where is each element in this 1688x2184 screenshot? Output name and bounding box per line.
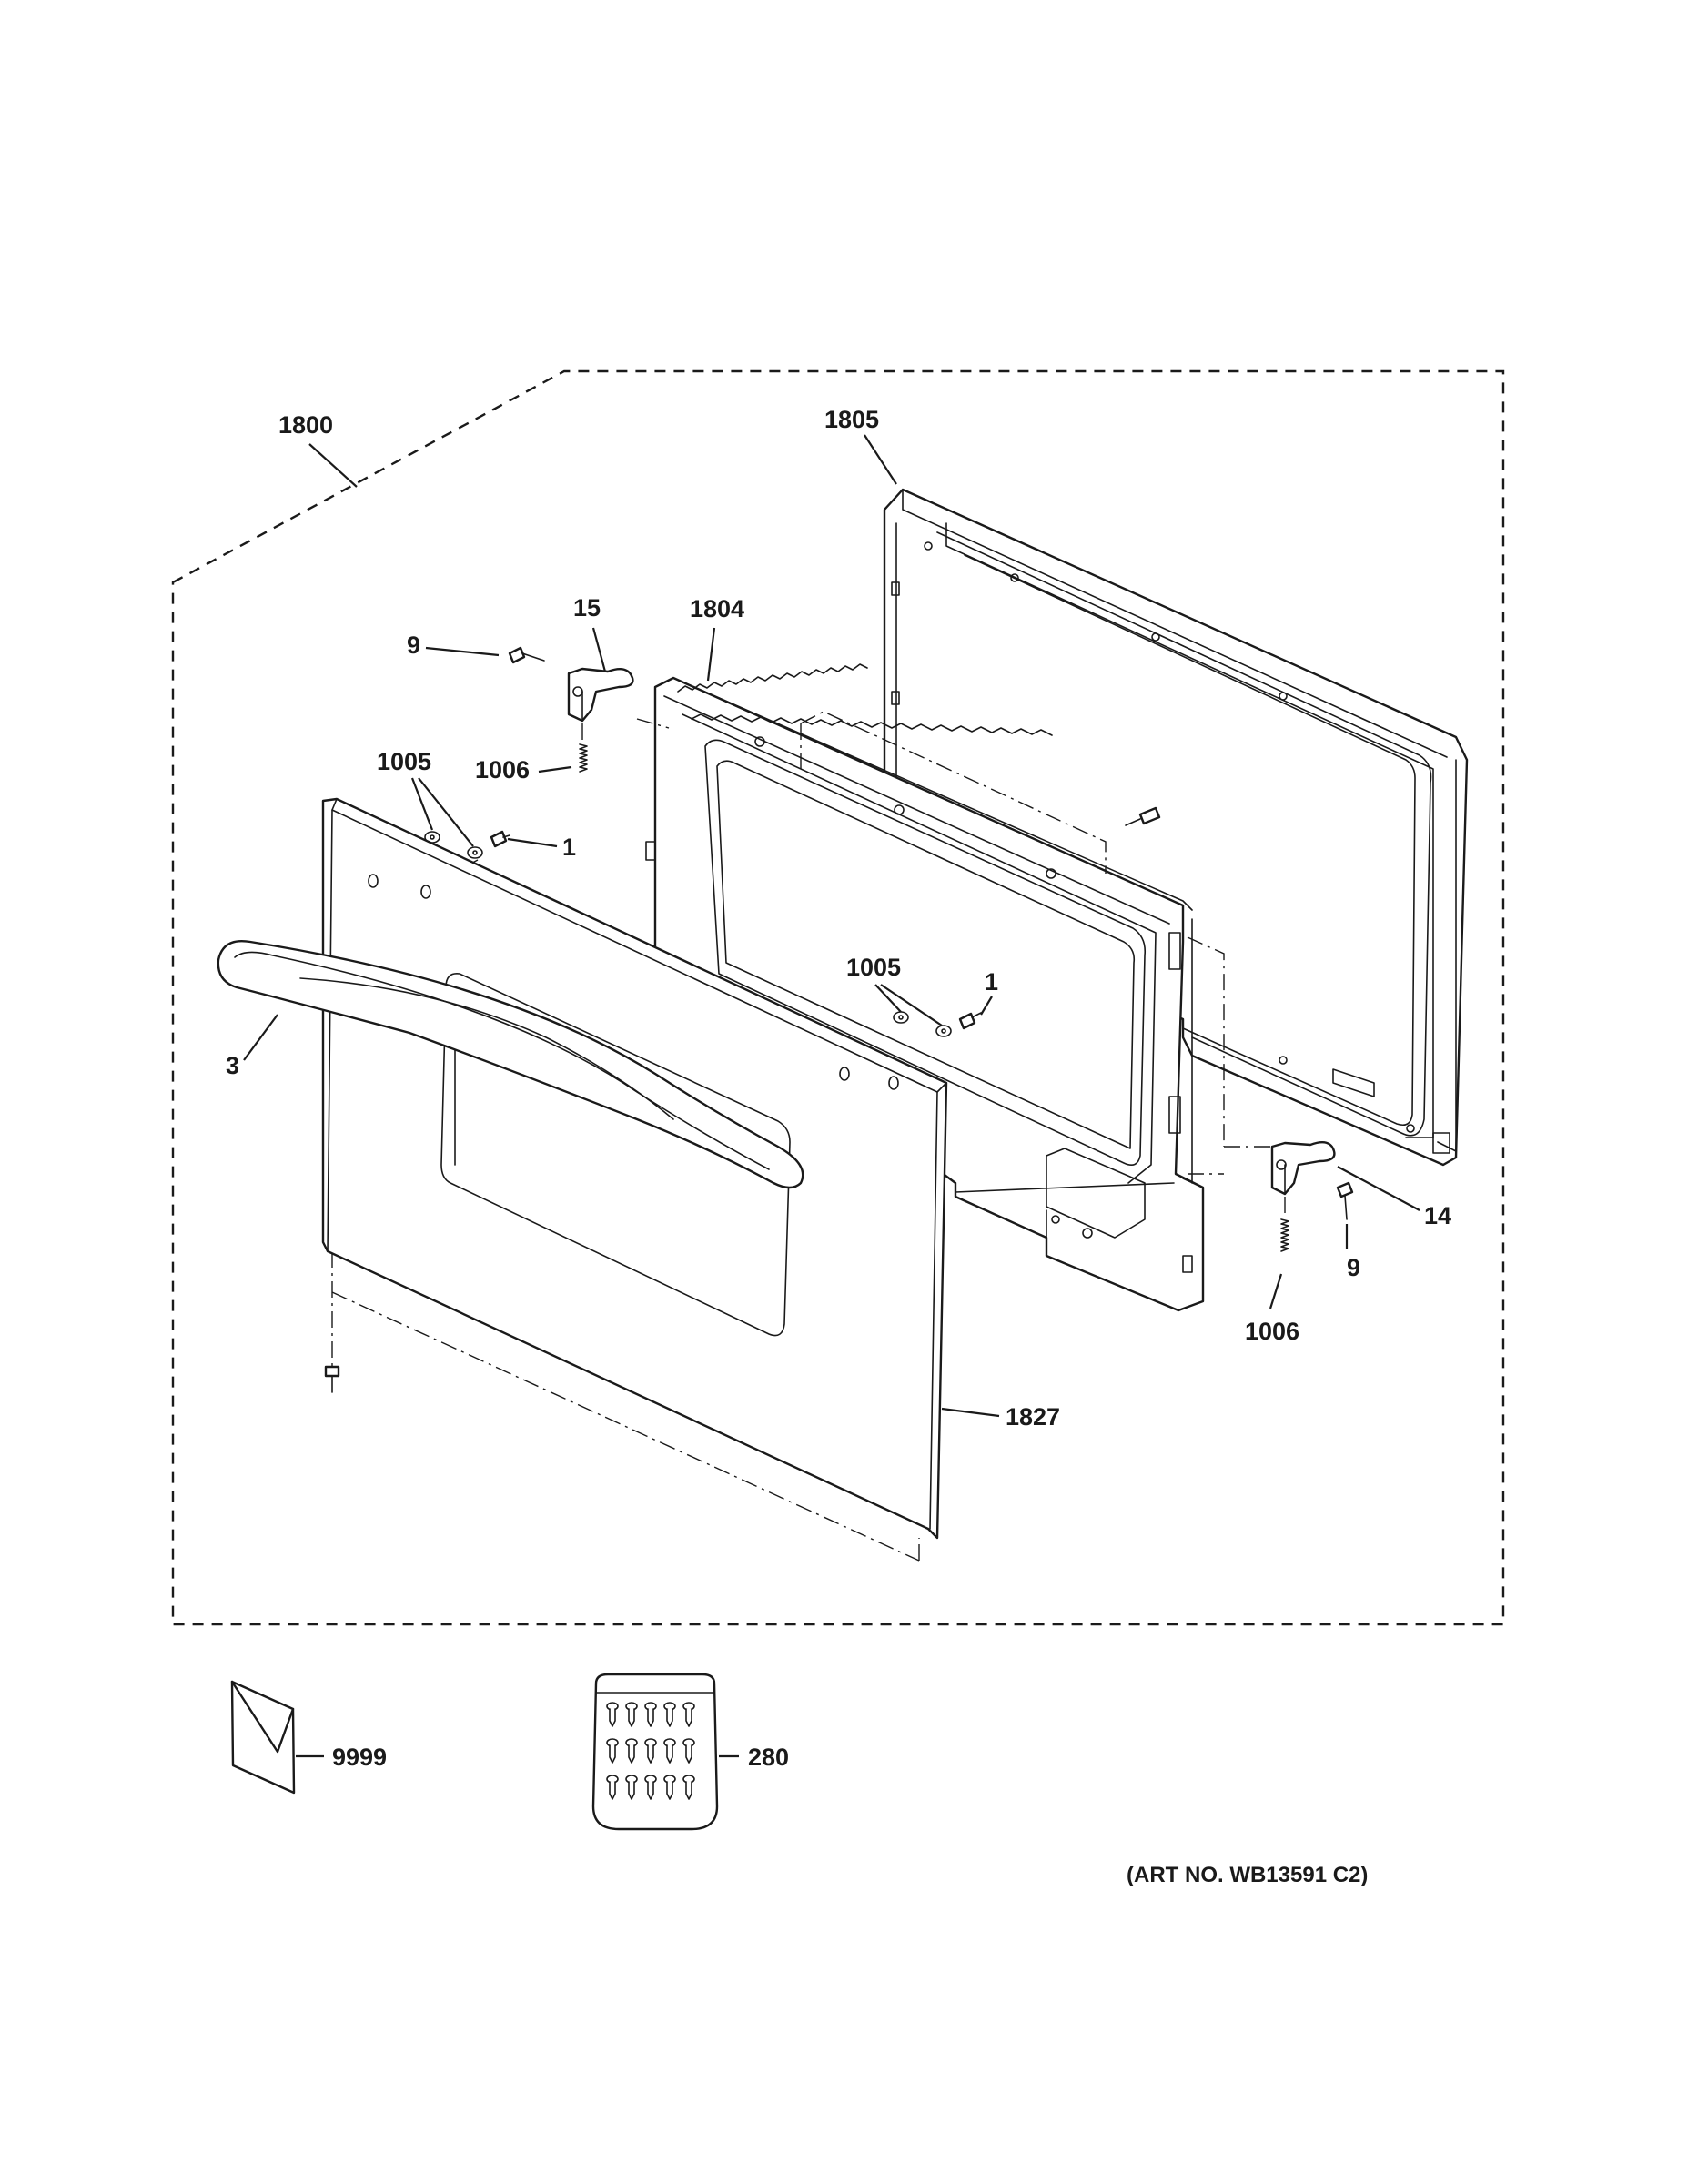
callout-3: 3 (226, 1052, 239, 1079)
spring-1006-left (579, 723, 588, 773)
bag-screw-shank (666, 1744, 673, 1764)
bag-screw-shank (628, 1781, 635, 1800)
hardware-bag-screws (606, 1702, 695, 1800)
bag-screw-shank (609, 1781, 616, 1800)
bag-screw-head (625, 1774, 638, 1784)
callout-280: 280 (748, 1744, 789, 1771)
bag-screw-shank (609, 1744, 616, 1764)
bag-screw-shank (685, 1708, 692, 1727)
leader-lines (243, 434, 1420, 1758)
hinge-15 (567, 667, 634, 723)
screw-bottom (324, 1365, 340, 1393)
bag-screw-head (682, 1738, 695, 1747)
callout-9-right: 9 (1347, 1254, 1360, 1281)
callout-1-left: 1 (562, 834, 576, 861)
bag-screw-shank (628, 1744, 635, 1764)
callout-1-right: 1 (985, 968, 998, 996)
assembly-boundary-1800 (171, 369, 1505, 1626)
bag-screw-head (644, 1702, 657, 1711)
inner-door-panel-1804 (645, 663, 1205, 1312)
bag-screw-head (606, 1774, 619, 1784)
bag-screw-shank (666, 1708, 673, 1727)
hinge-14 (1270, 1141, 1336, 1196)
callout-1805: 1805 (824, 406, 879, 433)
screw-1-right (958, 1012, 982, 1030)
washers-1005-left (424, 831, 483, 859)
bag-screw-head (682, 1702, 695, 1711)
bag-screw-shank (647, 1744, 654, 1764)
callout-1804: 1804 (690, 595, 744, 622)
door-handle-3 (217, 940, 804, 1189)
screw-9-right (1336, 1181, 1354, 1220)
outer-door-panel-1827 (321, 797, 948, 1540)
bag-screw-shank (666, 1781, 673, 1800)
callout-15: 15 (573, 594, 601, 622)
spring-1006-right (1280, 1197, 1289, 1252)
frame-screw (1125, 806, 1161, 826)
bag-screw-head (663, 1702, 676, 1711)
callout-labels: 1800 1805 15 1804 9 1005 1006 1 3 1005 1… (226, 406, 1451, 1887)
bag-screw-shank (685, 1744, 692, 1764)
bag-screw-head (663, 1738, 676, 1747)
callout-1006-left: 1006 (475, 756, 530, 784)
screw-9-left (508, 646, 545, 664)
callout-1005-left: 1005 (377, 748, 431, 775)
bag-screw-shank (628, 1708, 635, 1727)
callout-1800: 1800 (278, 411, 333, 439)
screw-1-left (490, 830, 510, 848)
bag-screw-shank (647, 1708, 654, 1727)
bag-screw-head (644, 1774, 657, 1784)
art-number: (ART NO. WB13591 C2) (1127, 1863, 1368, 1887)
callout-9-left: 9 (407, 632, 420, 659)
callout-9999: 9999 (332, 1744, 387, 1771)
bag-screw-head (625, 1702, 638, 1711)
literature-envelope-9999 (230, 1680, 296, 1795)
bag-screw-head (663, 1774, 676, 1784)
bag-screw-head (682, 1774, 695, 1784)
callout-1006-right: 1006 (1245, 1318, 1299, 1345)
bag-screw-head (625, 1738, 638, 1747)
bag-screw-head (644, 1738, 657, 1747)
bag-screw-head (606, 1738, 619, 1747)
bag-screw-shank (609, 1708, 616, 1727)
callout-1005-right: 1005 (846, 954, 901, 981)
bag-screw-shank (647, 1781, 654, 1800)
bag-screw-shank (685, 1781, 692, 1800)
bag-screw-head (606, 1702, 619, 1711)
callout-14: 14 (1424, 1202, 1451, 1229)
callout-1827: 1827 (1006, 1403, 1060, 1431)
